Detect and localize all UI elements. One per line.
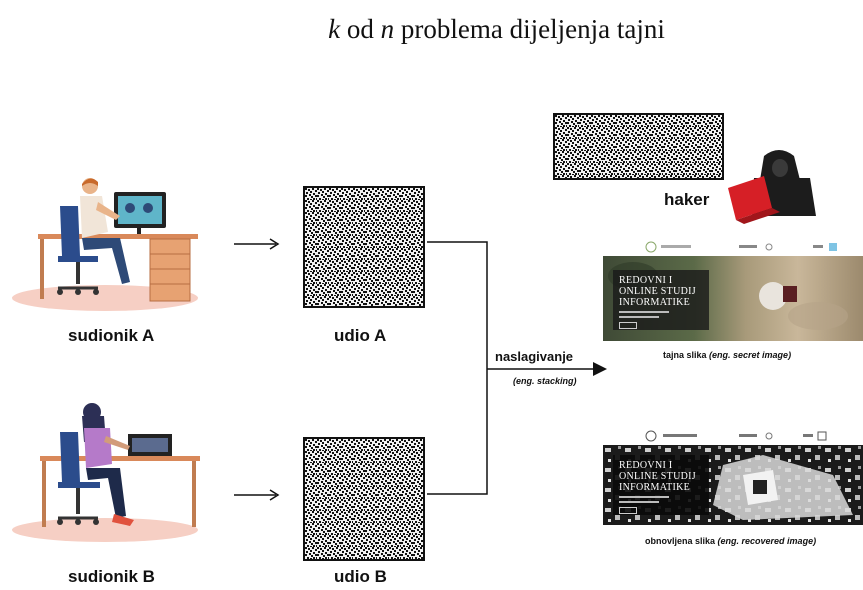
stacking-label: naslagivanje — [495, 349, 574, 364]
chair-a — [60, 206, 80, 256]
chair-b — [60, 432, 80, 482]
secret-caption-eng: (eng. secret image) — [709, 350, 792, 360]
participant-a-label: sudionik A — [68, 326, 155, 345]
recovered-image-caption: obnovljena slika (eng. recovered image) — [645, 536, 816, 546]
hacker-illustration — [728, 150, 816, 224]
secret-hero-line3: INFORMATIKE — [619, 297, 691, 308]
person-a-body — [80, 196, 108, 238]
desk-top-b — [40, 456, 200, 461]
secret-image-caption: tajna slika (eng. secret image) — [663, 350, 791, 360]
share-b-label: udio B — [334, 567, 387, 586]
hacker-label: haker — [664, 190, 710, 209]
desk-top-a — [38, 234, 198, 239]
secret-hero-panel: REDOVNI I ONLINE STUDIJ INFORMATIKE — [613, 270, 709, 330]
arrow-b-to-share — [234, 489, 280, 501]
stacking-connector — [427, 241, 607, 495]
recovered-hero: REDOVNI I ONLINE STUDIJ INFORMATIKE — [603, 445, 863, 525]
arrow-a-to-share — [234, 238, 280, 250]
title-text-rest: problema dijeljenja tajni — [394, 14, 665, 44]
recovered-navbar — [603, 427, 863, 445]
participant-a-illustration — [12, 178, 198, 311]
stacking-note: (eng. stacking) — [513, 376, 577, 386]
title-variable-n: n — [380, 14, 395, 44]
participant-b-label: sudionik B — [68, 567, 155, 586]
recovered-caption-eng: (eng. recovered image) — [717, 536, 817, 546]
diagram-title: k od n problema dijeljenja tajni — [0, 14, 863, 45]
share-b-noise — [303, 437, 425, 561]
title-variable-k: k — [328, 14, 341, 44]
title-text-od: od — [340, 14, 381, 44]
share-a-label: udio A — [334, 326, 387, 345]
secret-caption-main: tajna slika — [663, 350, 710, 360]
recovered-hero-line1: REDOVNI I — [619, 460, 673, 471]
secret-hero: REDOVNI I ONLINE STUDIJ INFORMATIKE — [603, 256, 863, 341]
recovered-hero-panel: REDOVNI I ONLINE STUDIJ INFORMATIKE — [613, 455, 709, 515]
share-a-noise — [303, 186, 425, 308]
recovered-image: REDOVNI I ONLINE STUDIJ INFORMATIKE — [603, 427, 863, 525]
platform-b — [12, 518, 198, 542]
recovered-hero-line3: INFORMATIKE — [619, 482, 691, 493]
secret-image: REDOVNI I ONLINE STUDIJ INFORMATIKE — [603, 238, 863, 341]
secret-hero-line1: REDOVNI I — [619, 275, 673, 286]
secret-hero-line2: ONLINE STUDIJ — [619, 286, 696, 297]
hacker-noise — [553, 113, 724, 180]
desk-leg-a — [40, 239, 44, 299]
desk-drawers-a — [149, 238, 191, 302]
recovered-caption-main: obnovljena slika — [645, 536, 718, 546]
person-b-body — [84, 428, 112, 468]
secret-navbar — [603, 238, 863, 256]
recovered-hero-line2: ONLINE STUDIJ — [619, 471, 696, 482]
participant-b-illustration — [12, 403, 200, 542]
hacker-laptop — [728, 176, 772, 220]
